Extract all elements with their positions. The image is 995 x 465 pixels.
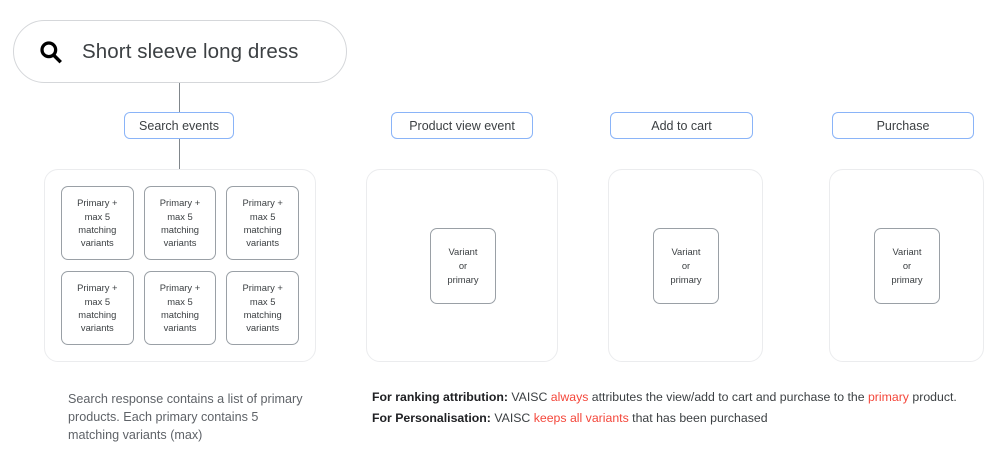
search-bar[interactable]: Short sleeve long dress bbox=[13, 20, 347, 83]
product-card[interactable]: Primary + max 5 matching variants bbox=[226, 186, 299, 260]
note-text: VAISC bbox=[507, 390, 551, 404]
variant-or-primary-card[interactable]: Variant or primary bbox=[430, 228, 496, 304]
product-view-panel: Variant or primary bbox=[366, 169, 558, 362]
note-personalisation: For Personalisation: VAISC keeps all var… bbox=[372, 412, 987, 424]
purchase-panel: Variant or primary bbox=[829, 169, 984, 362]
stage-chip-product-view-event[interactable]: Product view event bbox=[391, 112, 533, 139]
search-results-card-grid: Primary + max 5 matching variants Primar… bbox=[61, 186, 299, 345]
note-highlight: keeps all variants bbox=[533, 411, 629, 426]
product-card[interactable]: Primary + max 5 matching variants bbox=[143, 271, 217, 345]
connector-searchbar-to-chip bbox=[178, 83, 180, 113]
attribution-notes: For ranking attribution: VAISC always at… bbox=[372, 391, 987, 425]
note-text: VAISC bbox=[490, 411, 534, 426]
note-label: For ranking attribution: bbox=[372, 390, 508, 404]
note-label: For Personalisation: bbox=[372, 411, 491, 426]
product-card[interactable]: Primary + max 5 matching variants bbox=[143, 186, 217, 260]
search-query-text: Short sleeve long dress bbox=[82, 39, 299, 63]
stage-chip-label: Purchase bbox=[876, 118, 930, 133]
note-text: attributes the view/add to cart and purc… bbox=[588, 390, 868, 404]
note-ranking-attribution: For ranking attribution: VAISC always at… bbox=[372, 391, 987, 403]
note-body-0: VAISC always attributes the view/add to … bbox=[507, 390, 957, 404]
note-highlight: primary bbox=[867, 390, 909, 404]
add-to-cart-panel: Variant or primary bbox=[608, 169, 763, 362]
stage-chip-search-events[interactable]: Search events bbox=[124, 112, 234, 139]
product-card[interactable]: Primary + max 5 matching variants bbox=[226, 271, 299, 345]
note-body-1: VAISC keeps all variants that has been p… bbox=[490, 411, 768, 426]
variant-or-primary-card[interactable]: Variant or primary bbox=[653, 228, 719, 304]
stage-chip-label: Search events bbox=[139, 118, 219, 133]
stage-chip-label: Product view event bbox=[409, 118, 515, 133]
stage-chip-label: Add to cart bbox=[651, 118, 712, 133]
stage-chip-purchase[interactable]: Purchase bbox=[832, 112, 974, 139]
product-card[interactable]: Primary + max 5 matching variants bbox=[61, 186, 134, 260]
note-text: that has been purchased bbox=[628, 411, 768, 426]
product-card[interactable]: Primary + max 5 matching variants bbox=[61, 271, 134, 345]
variant-or-primary-card[interactable]: Variant or primary bbox=[874, 228, 940, 304]
connector-chip-to-panel bbox=[178, 139, 180, 170]
stage-chip-add-to-cart[interactable]: Add to cart bbox=[610, 112, 753, 139]
search-icon bbox=[40, 40, 62, 63]
search-response-caption: Search response contains a list of prima… bbox=[68, 392, 303, 443]
search-results-panel: Primary + max 5 matching variants Primar… bbox=[44, 169, 316, 362]
note-text: product. bbox=[908, 390, 957, 404]
note-highlight: always bbox=[550, 390, 589, 404]
